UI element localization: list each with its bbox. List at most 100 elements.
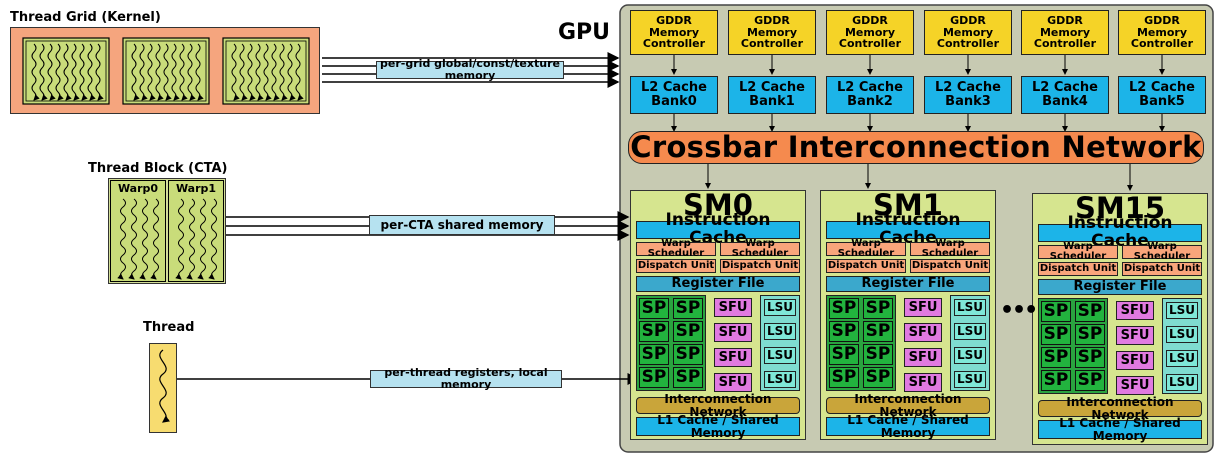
sm-interconnection-network: Interconnection Network bbox=[636, 393, 800, 418]
grid-thread-squiggles bbox=[31, 43, 304, 101]
dispatch-unit-1: Dispatch Unit bbox=[910, 259, 990, 273]
grid-thread-squiggle bbox=[239, 43, 248, 101]
grid-thread-squiggle bbox=[263, 43, 272, 101]
grid-thread-squiggle bbox=[247, 43, 256, 101]
l2-crossbar-links bbox=[671, 109, 1165, 132]
memory-controller-1: GDDR Memory Controller bbox=[728, 10, 816, 55]
grid-thread-squiggle bbox=[295, 43, 304, 101]
warp-scheduler-1: Warp Scheduler bbox=[1122, 241, 1202, 262]
grid-blocks-graphic bbox=[22, 37, 310, 105]
crossbar-sm-links bbox=[705, 159, 1133, 191]
dispatch-unit-1: Dispatch Unit bbox=[720, 259, 800, 273]
warp-thread-squiggle bbox=[186, 198, 195, 280]
grid-thread-squiggle bbox=[287, 43, 296, 101]
l2-bank-2: L2 Cache Bank2 bbox=[826, 76, 914, 114]
thread-grid bbox=[10, 27, 320, 114]
sp-core: SP bbox=[639, 298, 669, 319]
lsu-unit: LSU bbox=[764, 347, 796, 364]
instruction-cache: Instruction Cache bbox=[1038, 214, 1202, 250]
sp-core: SP bbox=[1041, 324, 1071, 345]
sp-core: SP bbox=[863, 321, 893, 342]
sfu-unit: SFU bbox=[714, 348, 752, 367]
warp1-label: Warp1 bbox=[175, 182, 217, 195]
sfu-unit: SFU bbox=[904, 298, 942, 317]
sfu-unit: SFU bbox=[714, 323, 752, 342]
grid-memory-label: per-grid global/const/texture memory bbox=[376, 58, 564, 81]
sm-title: SM1 bbox=[873, 188, 943, 222]
warp-scheduler-0: Warp Scheduler bbox=[826, 238, 906, 259]
crossbar-network: Crossbar Interconnection Network bbox=[628, 131, 1204, 164]
gpu-label: GPU bbox=[558, 20, 611, 45]
grid-thread-squiggle bbox=[87, 43, 96, 101]
sp-core: SP bbox=[1075, 370, 1105, 391]
sp-core: SP bbox=[829, 344, 859, 365]
warp-thread-squiggle bbox=[128, 198, 137, 280]
l2-bank-4: L2 Cache Bank4 bbox=[1021, 76, 1109, 114]
sm-title: SM15 bbox=[1074, 191, 1166, 225]
warp-thread-squiggle bbox=[208, 198, 217, 280]
memory-controller-3: GDDR Memory Controller bbox=[924, 10, 1012, 55]
cta-memory-label: per-CTA shared memory bbox=[369, 215, 555, 235]
grid-thread-squiggle bbox=[139, 43, 148, 101]
sfu-unit: SFU bbox=[904, 373, 942, 392]
lsu-unit: LSU bbox=[1166, 302, 1198, 319]
sm-interconnection-network: Interconnection Network bbox=[1038, 396, 1202, 421]
sfu-unit: SFU bbox=[714, 298, 752, 317]
warp-scheduler-1: Warp Scheduler bbox=[720, 238, 800, 259]
thread-squiggle bbox=[159, 349, 170, 423]
thread-title: Thread bbox=[143, 320, 195, 335]
sp-core: SP bbox=[1041, 347, 1071, 368]
register-file: Register File bbox=[636, 276, 800, 292]
grid-thread-squiggle bbox=[63, 43, 72, 101]
grid-thread-squiggle bbox=[155, 43, 164, 101]
l2-bank-0: L2 Cache Bank0 bbox=[630, 76, 718, 114]
sfu-unit: SFU bbox=[1116, 351, 1154, 370]
more-sms-ellipsis: ••• bbox=[1000, 298, 1038, 323]
sfu-unit: SFU bbox=[1116, 301, 1154, 320]
sp-core: SP bbox=[1041, 301, 1071, 322]
sfu-unit: SFU bbox=[904, 323, 942, 342]
sfu-unit: SFU bbox=[714, 373, 752, 392]
sfu-unit: SFU bbox=[1116, 326, 1154, 345]
l2-bank-1: L2 Cache Bank1 bbox=[728, 76, 816, 114]
lsu-unit: LSU bbox=[954, 371, 986, 388]
grid-thread-squiggle bbox=[271, 43, 280, 101]
sm-0: SM0 Instruction Cache Warp Scheduler War… bbox=[630, 190, 806, 440]
sp-core: SP bbox=[673, 344, 703, 365]
lsu-unit: LSU bbox=[764, 371, 796, 388]
dispatch-unit-0: Dispatch Unit bbox=[1038, 262, 1118, 276]
thread-block: Warp0 Warp1 bbox=[108, 178, 226, 284]
l1-shared-memory: L1 Cache / Shared Memory bbox=[826, 414, 990, 439]
sfu-unit: SFU bbox=[1116, 376, 1154, 395]
grid-thread-squiggle bbox=[131, 43, 140, 101]
sp-core: SP bbox=[1075, 324, 1105, 345]
lsu-unit: LSU bbox=[1166, 350, 1198, 367]
sp-core: SP bbox=[673, 321, 703, 342]
lsu-unit: LSU bbox=[1166, 374, 1198, 391]
lsu-unit: LSU bbox=[1166, 326, 1198, 343]
sfu-unit: SFU bbox=[904, 348, 942, 367]
lsu-unit: LSU bbox=[954, 323, 986, 340]
warp-thread-squiggle bbox=[139, 198, 148, 280]
sp-core: SP bbox=[829, 367, 859, 388]
sp-core: SP bbox=[639, 367, 669, 388]
grid-thread-squiggle bbox=[171, 43, 180, 101]
sp-core: SP bbox=[673, 367, 703, 388]
block-title: Thread Block (CTA) bbox=[88, 161, 228, 176]
grid-thread-squiggle bbox=[147, 43, 156, 101]
warp-scheduler-1: Warp Scheduler bbox=[910, 238, 990, 259]
sm-interconnection-network: Interconnection Network bbox=[826, 393, 990, 418]
l2-bank-3: L2 Cache Bank3 bbox=[924, 76, 1012, 114]
dispatch-unit-0: Dispatch Unit bbox=[826, 259, 906, 273]
sp-core: SP bbox=[829, 321, 859, 342]
sp-core: SP bbox=[863, 367, 893, 388]
sp-core: SP bbox=[1075, 347, 1105, 368]
warp-thread-squiggle bbox=[150, 198, 159, 280]
register-file: Register File bbox=[1038, 279, 1202, 295]
l1-shared-memory: L1 Cache / Shared Memory bbox=[636, 414, 800, 439]
warp-squiggles bbox=[117, 198, 217, 280]
memory-controller-4: GDDR Memory Controller bbox=[1021, 10, 1109, 55]
lsu-unit: LSU bbox=[954, 299, 986, 316]
memory-controller-2: GDDR Memory Controller bbox=[826, 10, 914, 55]
